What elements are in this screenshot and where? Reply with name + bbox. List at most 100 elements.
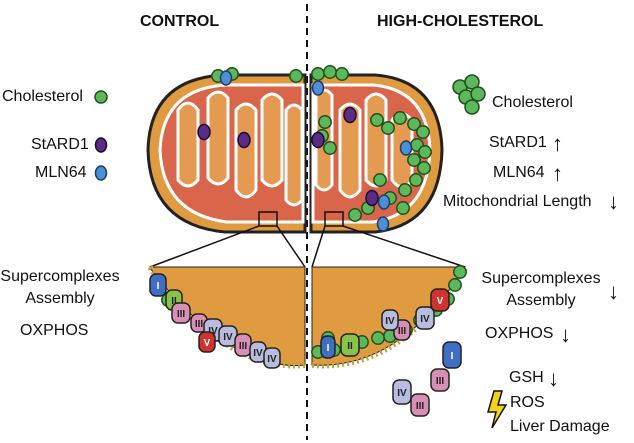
high-supercomplexes-line1: Supercomplexes <box>481 270 601 287</box>
mln64-marker <box>219 70 233 86</box>
cholesterol-dot <box>335 67 349 81</box>
cholesterol-dot <box>348 208 362 222</box>
svg-text:III: III <box>239 341 248 352</box>
svg-text:IV: IV <box>397 388 407 399</box>
high-oxphos-label: OXPHOS <box>485 325 554 342</box>
high-supercomplexes-line2: Assembly <box>506 292 576 309</box>
complex-ii: II <box>340 333 360 357</box>
liver-damage-label: Liver Damage <box>510 418 610 435</box>
cholesterol-dot <box>418 145 432 159</box>
high-stard1-label: StARD1 <box>489 134 547 151</box>
mito-length-label: Mitochondrial Length <box>443 193 592 210</box>
complex-iv: IV <box>218 325 238 347</box>
cholesterol-dot <box>409 173 423 187</box>
cholesterol-dot <box>393 111 407 125</box>
header-high-cholesterol: HIGH-CHOLESTEROL <box>377 13 544 30</box>
complex-iii: III <box>171 302 191 324</box>
cholesterol-dot <box>398 183 412 197</box>
complex-iii: III <box>410 393 430 417</box>
stard1-markers <box>197 106 379 207</box>
cholesterol-dot <box>323 65 337 79</box>
stard1-marker <box>197 123 211 141</box>
zoom-lines <box>149 225 466 268</box>
cholesterol-dot <box>323 141 337 155</box>
complex-v: V <box>430 288 450 312</box>
control-oxphos-label: OXPHOS <box>20 322 89 339</box>
complex-iii: III <box>234 333 252 357</box>
svg-text:III: III <box>436 376 445 387</box>
svg-text:III: III <box>398 326 407 337</box>
mln64-markers <box>219 70 413 232</box>
supercomplexes-down-arrow-icon: ↓ <box>608 279 619 304</box>
svg-text:II: II <box>347 341 353 352</box>
control-supercomplexes-line1: Supercomplexes <box>0 268 120 285</box>
svg-text:I: I <box>157 281 160 292</box>
complex-iv: IV <box>381 309 399 331</box>
svg-text:IV: IV <box>223 332 233 343</box>
svg-text:I: I <box>451 351 454 362</box>
svg-text:V: V <box>204 338 211 349</box>
complex-i: I <box>442 341 462 369</box>
svg-text:III: III <box>195 319 204 330</box>
cholesterol-dot <box>417 161 431 175</box>
legend-cholesterol-dot <box>94 90 108 104</box>
svg-text:IV: IV <box>208 326 218 337</box>
cholesterol-dot <box>318 115 332 129</box>
svg-text:III: III <box>416 401 425 412</box>
cholesterol-dot <box>311 67 325 81</box>
mln64-marker <box>377 194 391 210</box>
svg-text:IV: IV <box>253 348 263 359</box>
cholesterol-cluster-icon <box>452 74 486 115</box>
legend-stard1-label: StARD1 <box>31 136 89 153</box>
legend-cholesterol-label: Cholesterol <box>2 88 83 105</box>
cholesterol-dot <box>448 278 462 292</box>
stard1-up-arrow-icon: ↑ <box>552 131 563 156</box>
svg-text:II: II <box>171 296 177 307</box>
complex-i: I <box>320 335 336 359</box>
ros-label: ROS <box>510 394 545 411</box>
cholesterol-dot <box>407 153 421 167</box>
legend-mln64-label: MLN64 <box>35 164 87 181</box>
svg-text:IV: IV <box>385 316 395 327</box>
cholesterol-dot <box>373 173 387 187</box>
cholesterol-dot <box>370 113 384 127</box>
header-control: CONTROL <box>140 13 220 30</box>
high-cholesterol-label: Cholesterol <box>492 94 573 111</box>
stard1-marker <box>311 131 325 149</box>
complex-iv: IV <box>415 306 435 330</box>
control-supercomplexes-line2: Assembly <box>25 290 95 307</box>
cholesterol-dot <box>396 201 410 215</box>
mln64-marker <box>311 80 325 96</box>
complex-iii: III <box>430 368 450 392</box>
complex-iv: IV <box>392 379 412 405</box>
mln64-marker <box>399 140 413 156</box>
legend-mln64-dot <box>94 165 108 181</box>
complex-iv: IV <box>263 347 281 369</box>
svg-text:III: III <box>177 309 186 320</box>
cholesterol-dot <box>416 125 430 139</box>
cholesterol-dot <box>453 265 467 279</box>
cholesterol-dot <box>407 117 421 131</box>
oxphos-down-arrow-icon: ↓ <box>560 322 571 347</box>
svg-text:IV: IV <box>420 314 430 325</box>
high-mln64-label: MLN64 <box>493 164 545 181</box>
mln64-up-arrow-icon: ↑ <box>552 161 563 186</box>
mitochondrion-control <box>146 73 307 234</box>
svg-text:I: I <box>327 343 330 354</box>
cholesterol-dot <box>381 121 395 135</box>
mln64-marker <box>376 216 390 232</box>
lightning-icon <box>487 390 508 429</box>
gsh-label: GSH <box>509 369 544 386</box>
mito-length-down-arrow-icon: ↓ <box>608 189 619 214</box>
stard1-marker <box>237 131 251 149</box>
svg-text:IV: IV <box>267 354 277 365</box>
svg-text:V: V <box>437 296 444 307</box>
stard1-marker <box>343 106 357 124</box>
complex-i: I <box>149 273 167 297</box>
gsh-down-arrow-icon: ↓ <box>548 366 559 391</box>
cholesterol-dot <box>371 331 385 345</box>
complex-v: V <box>198 331 216 353</box>
stard1-marker <box>365 189 379 207</box>
